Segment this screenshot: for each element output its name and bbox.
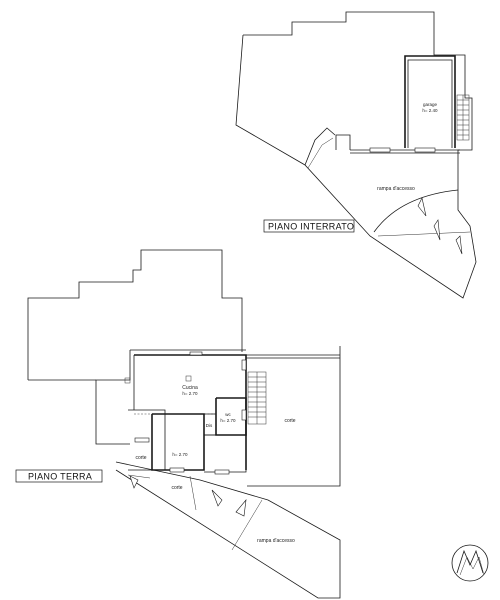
ground-ramp-label: rampa d'accesso (257, 538, 295, 544)
basement-window-2 (414, 147, 436, 153)
basement-ramp-curve (373, 189, 459, 233)
cucina-pillar (124, 377, 131, 384)
ramp-divider-2 (231, 499, 263, 551)
dis-label: Dis (206, 423, 213, 428)
ground-ramp-arrow-1 (129, 475, 139, 489)
basement-stair (456, 94, 470, 141)
basement-ramp-line (377, 231, 471, 237)
ground-title-box (15, 469, 103, 483)
corte-bottom-label: corte (171, 485, 182, 491)
ground-window-5 (241, 409, 247, 421)
basement-ramp-left-wall (304, 127, 336, 166)
basement-outline (235, 11, 477, 299)
ground-ramp-arrow-2 (211, 489, 223, 507)
corte-left-label: corte (135, 455, 146, 461)
ground-window-4 (241, 359, 247, 371)
corte-right-label: corte (284, 418, 295, 424)
cucina-label: Cucina (182, 385, 198, 391)
garage-label: garage (423, 102, 438, 107)
wc-height: h= 2.70 (220, 418, 236, 423)
basement-ramp-arrow-1 (417, 197, 427, 217)
ground-ramp-arrow-3 (235, 499, 247, 517)
ground-title: PIANO TERRA (28, 472, 92, 482)
basement-plan: garage h= 2.40 rampa d'accesso PIANO INT… (235, 11, 477, 299)
ground-stair (247, 371, 267, 425)
north-arrow-icon (451, 544, 489, 582)
cucina-height: h= 2.70 (182, 391, 198, 396)
basement-pillar (335, 134, 351, 150)
basement-title-box (263, 219, 355, 233)
ground-ramp-outline (115, 461, 341, 599)
ground-window-1 (134, 437, 150, 443)
basement-title: PIANO INTERRATO (268, 222, 354, 232)
cucina-fixture (185, 375, 192, 382)
lower-room-walls (204, 434, 247, 473)
right-block-outer (247, 346, 341, 487)
ramp-divider-1 (189, 475, 197, 511)
left-annex (95, 350, 131, 445)
bedroom-height: h= 2.70 (172, 452, 188, 457)
wc-label: wc (225, 412, 231, 417)
basement-ramp-label: rampa d'accesso (377, 186, 415, 192)
ramp-detail-line (127, 474, 151, 479)
basement-ramp-left-inner (307, 137, 334, 169)
ground-window-6 (189, 351, 203, 356)
ground-window-2 (169, 467, 185, 473)
garage-inner-line (407, 59, 453, 148)
garage-walls (404, 55, 456, 148)
ground-window-3 (214, 469, 230, 475)
left-corte-walls (128, 409, 166, 471)
basement-ramp-arrow-2 (433, 219, 441, 241)
wc-walls (215, 397, 247, 436)
basement-window-1 (369, 147, 391, 153)
bedroom-walls (151, 413, 205, 471)
ground-outline (27, 249, 243, 380)
ground-plan: Cucina h= 2.70 wc h= 2.70 Dis h= 2.70 co… (15, 249, 341, 599)
garage-height: h= 2.40 (422, 108, 438, 113)
basement-ramp-arrow-3 (455, 235, 463, 255)
